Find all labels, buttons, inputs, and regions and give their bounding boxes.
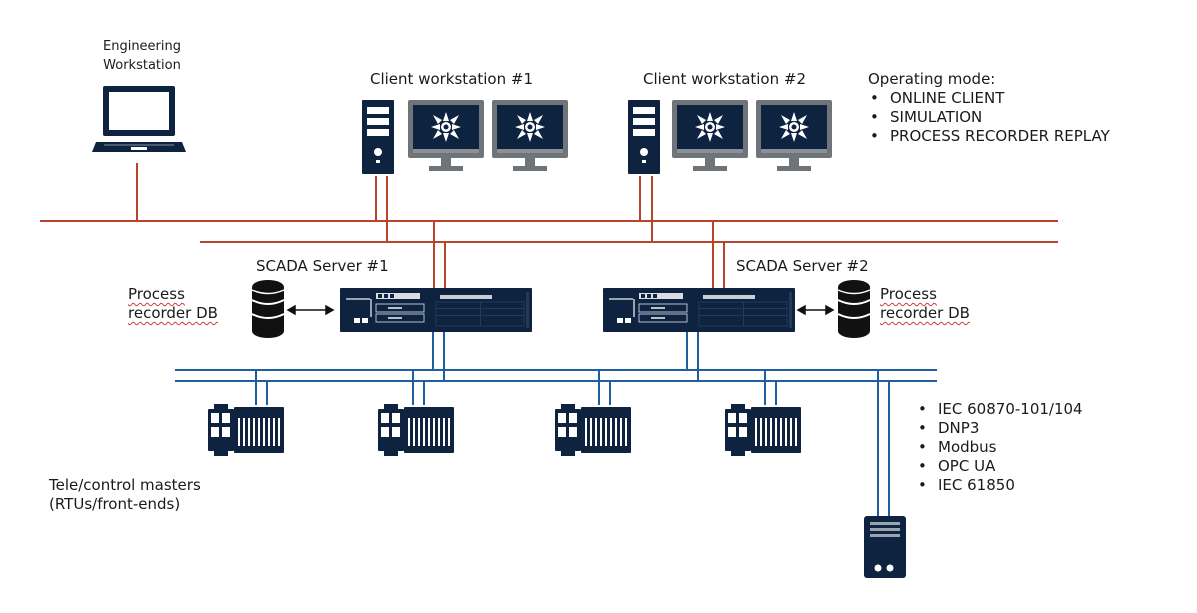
engineering-workstation-label: Engineering Workstation [72,37,212,75]
operating-mode-title: Operating mode: [868,70,996,88]
rtu-3-icon [555,404,631,456]
process-recorder-left-line-2: recorder DB [128,304,218,322]
protocol-item: DNP3 [916,419,1083,438]
process-recorder-right-line-1: Process [880,285,937,303]
client-2-monitor-a-icon [672,100,748,171]
client-1-monitor-b-icon [492,100,568,171]
rtu-4-icon [725,404,801,456]
rtu-1-icon [208,404,284,456]
engineering-label-line-1: Engineering [103,39,181,54]
db-link-right-double-arrow-icon [796,304,835,316]
protocol-item: OPC UA [916,457,1083,476]
process-recorder-left-line-1: Process [128,285,185,303]
process-recorder-db-left-label: Process recorder DB [128,285,218,323]
client-workstation-1-label: Client workstation #1 [370,70,533,88]
process-recorder-db-right-icon [837,279,871,339]
scada-server-2-label: SCADA Server #2 [736,257,869,275]
scada-server-2-icon [602,287,796,333]
engineering-label-line-2: Workstation [103,58,181,73]
field-network [175,332,937,516]
process-recorder-db-right-label: Process recorder DB [880,285,970,323]
telecontrol-masters-label: Tele/control masters (RTUs/front-ends) [49,476,201,514]
process-recorder-right-line-2: recorder DB [880,304,970,322]
operating-mode-item: PROCESS RECORDER REPLAY [868,127,1110,146]
client-workstation-2-label: Client workstation #2 [643,70,806,88]
telecontrol-line-2: (RTUs/front-ends) [49,495,181,513]
operating-mode-block: Operating mode: ONLINE CLIENT SIMULATION… [868,70,1110,146]
lan-network [40,163,1058,290]
protocol-item: Modbus [916,438,1083,457]
protocols-list: IEC 60870-101/104 DNP3 Modbus OPC UA IEC… [916,400,1083,495]
scada-server-1-label: SCADA Server #1 [256,257,389,275]
field-device-icon [864,516,906,578]
process-recorder-db-left-icon [251,279,285,339]
protocol-item: IEC 61850 [916,476,1083,495]
operating-mode-item: ONLINE CLIENT [868,89,1110,108]
scada-server-1-icon [339,287,533,333]
db-link-left-double-arrow-icon [286,304,335,316]
client-2-tower-icon [628,100,660,174]
client-1-tower-icon [362,100,394,174]
operating-mode-item: SIMULATION [868,108,1110,127]
client-1-monitor-a-icon [408,100,484,171]
rtu-2-icon [378,404,454,456]
engineering-laptop-icon [92,86,186,152]
telecontrol-line-1: Tele/control masters [49,476,201,494]
client-2-monitor-b-icon [756,100,832,171]
protocol-item: IEC 60870-101/104 [916,400,1083,419]
